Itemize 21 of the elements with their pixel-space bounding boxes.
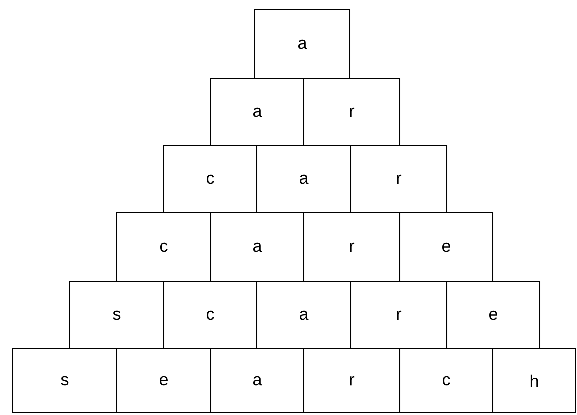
letter-box: a [210,212,304,282]
letter-box: e [446,282,540,350]
letter-box: a [210,348,304,414]
letter-box: a [256,146,352,214]
letter-box: s [70,282,164,350]
letter-box: a [210,78,304,146]
letter-box: h [492,348,576,414]
letter-box: r [350,146,448,214]
letter-box: r [304,212,400,282]
letter-box: e [400,212,494,282]
letter-box: a [254,10,350,80]
letter-box: a [256,282,352,350]
letter-box: c [164,146,258,214]
letter-box: c [164,282,258,350]
letter-box: r [350,282,448,350]
letter-box: e [116,348,212,414]
letter-box: s [12,348,118,414]
letter-box: c [400,348,494,414]
letter-box: r [304,78,400,146]
letter-box: r [304,348,400,414]
letter-box: c [116,212,212,282]
